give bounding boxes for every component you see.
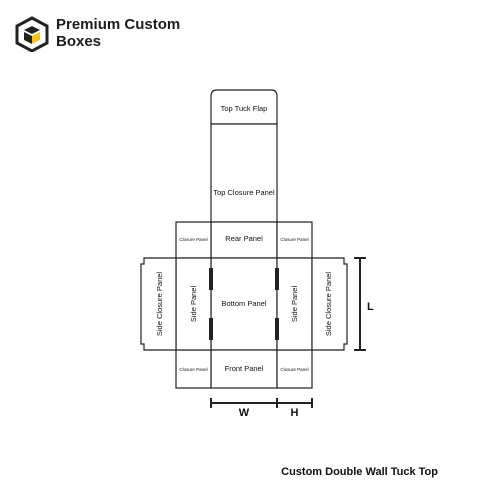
diagram-caption: Custom Double Wall Tuck Top <box>281 466 438 478</box>
width-height-dimension <box>210 398 313 408</box>
lock-slot-left-lower <box>209 318 213 340</box>
brand-name-line1: Premium Custom <box>56 16 181 33</box>
closure-panel-bottom-left-shape <box>175 349 212 389</box>
rear-panel-label: Rear Panel <box>225 234 263 243</box>
top-closure-panel-shape <box>210 123 278 223</box>
right-side-panel-shape <box>276 257 313 351</box>
lock-slot-right-lower <box>275 318 279 340</box>
brand-name-line2: Boxes <box>56 33 102 50</box>
length-dimension <box>354 257 366 351</box>
right-side-closure-panel-shape <box>311 257 348 351</box>
left-side-panel-shape <box>175 257 212 351</box>
closure-panel-bottom-right-label: Closure Panel <box>280 367 308 372</box>
width-dimension-label: W <box>239 407 250 419</box>
left-side-closure-panel-shape <box>140 257 177 351</box>
bottom-panel-shape <box>210 257 278 351</box>
closure-panel-bottom-right-shape <box>276 349 313 389</box>
top-tuck-flap-shape <box>210 89 278 125</box>
rear-panel-shape <box>210 221 278 259</box>
length-dimension-label: L <box>367 301 374 313</box>
bottom-panel-label: Bottom Panel <box>221 299 266 308</box>
front-panel-shape <box>210 349 278 389</box>
left-side-panel-label: Side Panel <box>189 286 198 323</box>
lock-slot-left-upper <box>209 268 213 290</box>
top-tuck-flap-label: Top Tuck Flap <box>221 104 268 113</box>
brand-name: Premium Custom Boxes <box>56 16 180 50</box>
front-panel-label: Front Panel <box>225 364 264 373</box>
brand-logo: Premium Custom Boxes <box>14 14 184 54</box>
closure-panel-bottom-left-label: Closure Panel <box>179 367 207 372</box>
height-dimension-label: H <box>291 407 299 419</box>
top-closure-panel-label: Top Closure Panel <box>213 188 275 197</box>
right-side-panel-label: Side Panel <box>290 286 299 323</box>
closure-panel-top-right-label: Closure Panel <box>280 237 308 242</box>
closure-panel-top-left-label: Closure Panel <box>179 237 207 242</box>
left-side-closure-panel-label: Side Closure Panel <box>155 272 164 337</box>
lock-slot-right-upper <box>275 268 279 290</box>
right-side-closure-panel-label: Side Closure Panel <box>324 272 333 337</box>
isometric-box-logo-icon <box>15 16 49 52</box>
closure-panel-top-left-shape <box>175 221 212 259</box>
